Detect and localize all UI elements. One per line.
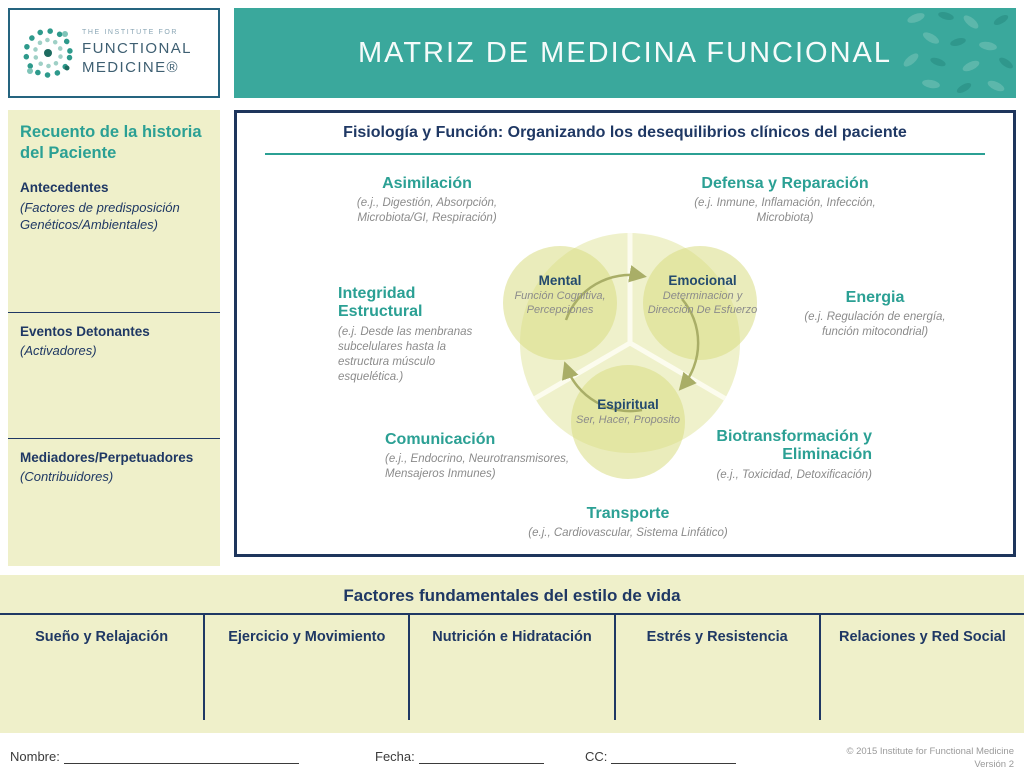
version-text: Versión 2 [974, 759, 1014, 771]
node-defensa-reparacion: Defensa y Reparación (e.j. Inmune, Infla… [665, 175, 905, 226]
logo-word-medicine: MEDICINE® [82, 58, 179, 76]
date-label: Fecha: [375, 749, 415, 764]
page-title: MATRIZ DE MEDICINA FUNCIONAL [358, 36, 892, 69]
sidebar-heading-antecedentes: Antecedentes [20, 180, 109, 195]
panel-title: Fisiología y Función: Organizando los de… [343, 124, 907, 141]
node-integridad-estructural: Integridad Estructural (e.j. Desde las m… [338, 285, 486, 385]
venn-emocional-desc: Determinacion y Dirección De Esfuerzo [647, 290, 758, 316]
lifestyle-col-estres: Estrés y Resistencia [613, 615, 819, 720]
panel-title-underline [265, 153, 985, 155]
sidebar-subtext-antecedentes: (Factores de predisposición Genéticos/Am… [20, 200, 180, 232]
ifm-logo: THE INSTITUTE FOR FUNCTIONAL MEDICINE® [8, 8, 220, 98]
sidebar-subtext-mediadores: (Contribuidores) [20, 469, 114, 484]
date-field: Fecha: [375, 749, 544, 764]
ifm-logo-text: THE INSTITUTE FOR FUNCTIONAL MEDICINE® [82, 29, 192, 78]
node-comunicacion: Comunicación (e.j., Endocrino, Neurotran… [385, 431, 580, 482]
venn-espiritual-title: Espiritual [597, 397, 659, 412]
node-biotransformacion-eliminacion: Biotransformación y Eliminación (e.j., T… [657, 428, 872, 483]
venn-mental-title: Mental [538, 273, 582, 288]
node-transporte: Transporte (e.j., Cardiovascular, Sistem… [518, 505, 738, 541]
node-asimilacion: Asimilación (e.j., Digestión, Absorpción… [322, 175, 532, 226]
sidebar-subtext-eventos: (Activadores) [20, 343, 97, 358]
decorative-dots-icon [903, 12, 1013, 94]
copyright-text: © 2015 Institute for Functional Medicine [846, 746, 1014, 757]
node-biotransformacion-label: Biotransformación y Eliminación [716, 428, 872, 464]
cc-blank-line [611, 751, 737, 764]
lifestyle-factors-band: Factores fundamentales del estilo de vid… [0, 575, 1024, 733]
venn-mental-desc: Función Cognitiva, Percepciones [514, 290, 606, 316]
node-comunicacion-label: Comunicación [385, 431, 496, 448]
lifestyle-divider [0, 613, 1024, 615]
footer: Nombre: Fecha: CC: © 2015 Institute for … [0, 733, 1024, 780]
name-label: Nombre: [10, 749, 60, 764]
node-transporte-desc: (e.j., Cardiovascular, Sistema Linfático… [528, 527, 728, 540]
node-energia-label: Energia [845, 289, 905, 306]
physiology-function-panel: Fisiología y Función: Organizando los de… [234, 110, 1016, 557]
lifestyle-col-sueno: Sueño y Relajación [35, 629, 169, 645]
logo-word-functional: FUNCTIONAL [82, 39, 192, 57]
node-asimilacion-label: Asimilación [382, 175, 472, 192]
venn-emocional-title: Emocional [668, 273, 737, 288]
venn-label-emocional: Emocional Determinacion y Dirección De E… [640, 273, 765, 318]
logo-tagline: THE INSTITUTE FOR [82, 28, 179, 36]
node-integridad-label: Integridad Estructural [338, 285, 423, 321]
sidebar-heading-mediadores: Mediadores/Perpetuadores [20, 450, 194, 465]
cc-label: CC: [585, 749, 608, 764]
patient-history-sidebar: Recuento de la historia del Paciente Ant… [8, 110, 220, 566]
name-blank-line [63, 751, 299, 764]
sidebar-heading-eventos: Eventos Detonantes [20, 324, 150, 339]
name-field: Nombre: [10, 749, 299, 764]
venn-espiritual-desc: Ser, Hacer, Proposito [576, 414, 680, 426]
sidebar-title: Recuento de la historia del Paciente [20, 123, 202, 162]
lifestyle-col-relaciones: Relaciones y Red Social [818, 615, 1024, 720]
ifm-logo-swirl-icon [23, 28, 73, 78]
sidebar-divider [8, 438, 220, 439]
date-blank-line [418, 751, 544, 764]
lifestyle-col-ejercicio: Ejercicio y Movimiento [203, 615, 408, 720]
venn-label-mental: Mental Función Cognitiva, Percepciones [500, 273, 620, 318]
venn-label-espiritual: Espiritual Ser, Hacer, Proposito [568, 397, 688, 428]
node-comunicacion-desc: (e.j., Endocrino, Neurotransmisores, Men… [385, 453, 570, 481]
lifestyle-title: Factores fundamentales del estilo de vid… [343, 586, 681, 605]
node-energia-desc: (e.j. Regulación de energía, función mit… [804, 311, 946, 339]
node-integridad-desc: (e.j. Desde las menbranas subcelulares h… [338, 325, 473, 383]
copyright-block: © 2015 Institute for Functional Medicine… [846, 745, 1014, 772]
lifestyle-col-nutricion: Nutrición e Hidratación [408, 615, 613, 720]
cc-field: CC: [585, 749, 737, 764]
node-transporte-label: Transporte [586, 505, 670, 522]
node-energia: Energia (e.j. Regulación de energía, fun… [790, 289, 960, 340]
header-band: MATRIZ DE MEDICINA FUNCIONAL [234, 8, 1016, 98]
node-biotransformacion-desc: (e.j., Toxicidad, Detoxificación) [716, 468, 872, 481]
lifestyle-columns: Sueño y Relajación Ejercicio y Movimient… [0, 615, 1024, 720]
node-defensa-label: Defensa y Reparación [701, 175, 869, 192]
node-defensa-desc: (e.j. Inmune, Inflamación, Infección, Mi… [694, 197, 876, 225]
node-asimilacion-desc: (e.j., Digestión, Absorpción, Microbiota… [356, 197, 498, 225]
sidebar-divider [8, 312, 220, 313]
